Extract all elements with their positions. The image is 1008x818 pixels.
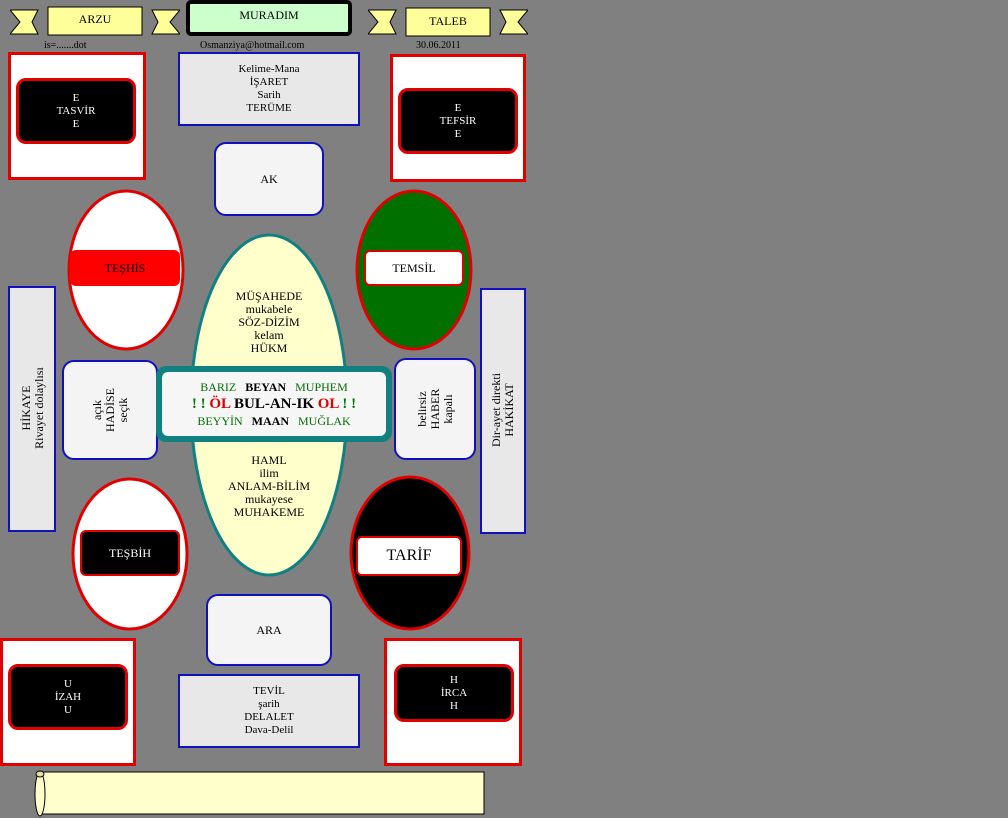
right-ribbon-label: TALEB <box>429 13 467 28</box>
scroll-banner <box>34 770 485 817</box>
musahede-line-2: mukabele <box>245 301 293 316</box>
tasvir-box: E TASVİR E <box>16 78 136 144</box>
hadise-text: açık HADİSE seçik <box>88 362 132 458</box>
teshis-label: TEŞHİS <box>104 260 146 275</box>
center-title-box: MURADIM <box>186 0 352 36</box>
irca-box: H İRCA H <box>394 664 514 722</box>
haml-line-3: ANLAM-BİLİM <box>228 478 310 493</box>
maan-word: MAAN <box>251 413 289 428</box>
tesbih-label: TEŞBİH <box>109 545 151 560</box>
delalet-line-2: şarih <box>258 698 280 710</box>
haber-box: belirsiz HABER kapalı <box>394 358 476 460</box>
teshis-box: TEŞHİS <box>70 250 180 286</box>
center-row-1: BARIZ BEYAN MUPHEM <box>200 380 348 395</box>
exclaim-right: ! ! <box>342 395 357 412</box>
delalet-line-3: DELALET <box>244 711 294 723</box>
muphem-word: MUPHEM <box>295 379 348 394</box>
isaret-line-3: Sarih <box>257 89 281 101</box>
hakikat-text: Dir-ayet direkti HAKİKAT <box>483 287 523 533</box>
musahede-line-5: HÜKM <box>250 340 288 355</box>
izah-line-1: U <box>64 677 72 690</box>
haber-line-1: belirsiz <box>414 391 429 427</box>
ak-box: AK <box>214 142 324 216</box>
center-title: MURADIM <box>239 8 299 22</box>
isaret-line-2: İŞARET <box>249 76 289 88</box>
tasvir-line-3: E <box>72 117 80 130</box>
isaret-box: Kelime-Mana İŞARET Sarih TERÜME <box>178 52 360 126</box>
izah-line-3: U <box>64 703 72 716</box>
hikaye-text: HİKAYE Rivayet dolaylısı <box>13 285 53 531</box>
tefsir-box: E TEFSİR E <box>398 88 518 154</box>
ara-label: ARA <box>256 622 282 637</box>
hadise-box: açık HADİSE seçik <box>62 360 158 460</box>
temsil-label: TEMSİL <box>392 260 436 275</box>
hadise-line-2: HADİSE <box>102 388 117 432</box>
temsil-box: TEMSİL <box>364 250 464 286</box>
izah-line-2: İZAH <box>54 690 82 703</box>
beyan-word: BEYAN <box>245 379 287 394</box>
irca-line-3: H <box>450 699 458 712</box>
haml-line-1: HAML <box>251 452 287 467</box>
tasvir-line-2: TASVİR <box>56 104 96 117</box>
tefsir-line-3: E <box>454 127 462 140</box>
delalet-line-4: Dava-Delil <box>244 724 294 736</box>
tasvir-line-1: E <box>72 91 80 104</box>
musahede-line-1: MÜŞAHEDE <box>235 288 303 303</box>
isaret-line-1: Kelime-Mana <box>238 63 300 75</box>
izah-box: U İZAH U <box>8 664 128 730</box>
tesbih-box: TEŞBİH <box>80 530 180 576</box>
musahede-line-4: kelam <box>254 327 284 342</box>
center-row-2: ! ! ÖL BUL-AN-IK OL ! ! <box>192 395 356 414</box>
musahede-text: MÜŞAHEDE mukabele SÖZ-DİZİM kelam HÜKM <box>208 284 330 360</box>
hakikat-bar: Dir-ayet direkti HAKİKAT <box>480 288 526 534</box>
haber-text: belirsiz HABER kapalı <box>413 360 457 458</box>
hadise-line-3: seçik <box>115 397 130 423</box>
bariz-word: BARIZ <box>200 379 237 394</box>
hadise-line-1: açık <box>89 400 104 420</box>
haber-line-2: HABER <box>427 388 442 430</box>
hikaye-bar: HİKAYE Rivayet dolaylısı <box>8 286 56 532</box>
haber-line-3: kapalı <box>440 394 455 424</box>
ol-word-left: ÖL <box>209 395 231 412</box>
haml-text: HAML ilim ANLAM-BİLİM mukayese MUHAKEME <box>208 448 330 524</box>
ara-box: ARA <box>206 594 332 666</box>
exclaim-left: ! ! <box>191 395 206 412</box>
scroll-text <box>50 774 480 812</box>
tarif-box: TARİF <box>356 536 462 576</box>
irca-line-2: İRCA <box>440 686 468 699</box>
right-ribbon <box>368 7 528 37</box>
haml-line-5: MUHAKEME <box>233 504 305 519</box>
haml-line-2: ilim <box>259 465 279 480</box>
delalet-line-1: TEVİL <box>253 685 285 697</box>
tefsir-line-1: E <box>454 101 462 114</box>
haml-line-4: mukayese <box>245 491 293 506</box>
email-subline: Osmanziya@hotmail.com <box>200 40 305 51</box>
delalet-box: TEVİL şarih DELALET Dava-Delil <box>178 674 360 748</box>
musahede-line-3: SÖZ-DİZİM <box>238 314 300 329</box>
center-row-3: BEYYİN MAAN MUĞLAK <box>197 414 350 429</box>
left-ribbon-label: ARZU <box>78 11 112 26</box>
left-ribbon <box>10 6 180 36</box>
tefsir-line-2: TEFSİR <box>439 114 477 127</box>
left-subline: is=.......dot <box>44 40 87 51</box>
ol-word-right: OL <box>317 395 339 412</box>
ak-label: AK <box>260 171 278 186</box>
hakikat-line-2: HAKİKAT <box>502 383 516 437</box>
isaret-line-4: TERÜME <box>246 102 292 114</box>
irca-line-1: H <box>450 673 458 686</box>
tarif-label: TARİF <box>386 547 432 564</box>
bulanik-word: BUL-AN-IK <box>233 395 314 412</box>
date-subline: 30.06.2011 <box>416 40 461 51</box>
hikaye-line-2: Rivayet dolaylısı <box>32 367 46 449</box>
center-banner: BARIZ BEYAN MUPHEM ! ! ÖL BUL-AN-IK OL !… <box>162 372 386 436</box>
beyyin-word: BEYYİN <box>197 413 243 428</box>
muglak-word: MUĞLAK <box>297 413 351 428</box>
